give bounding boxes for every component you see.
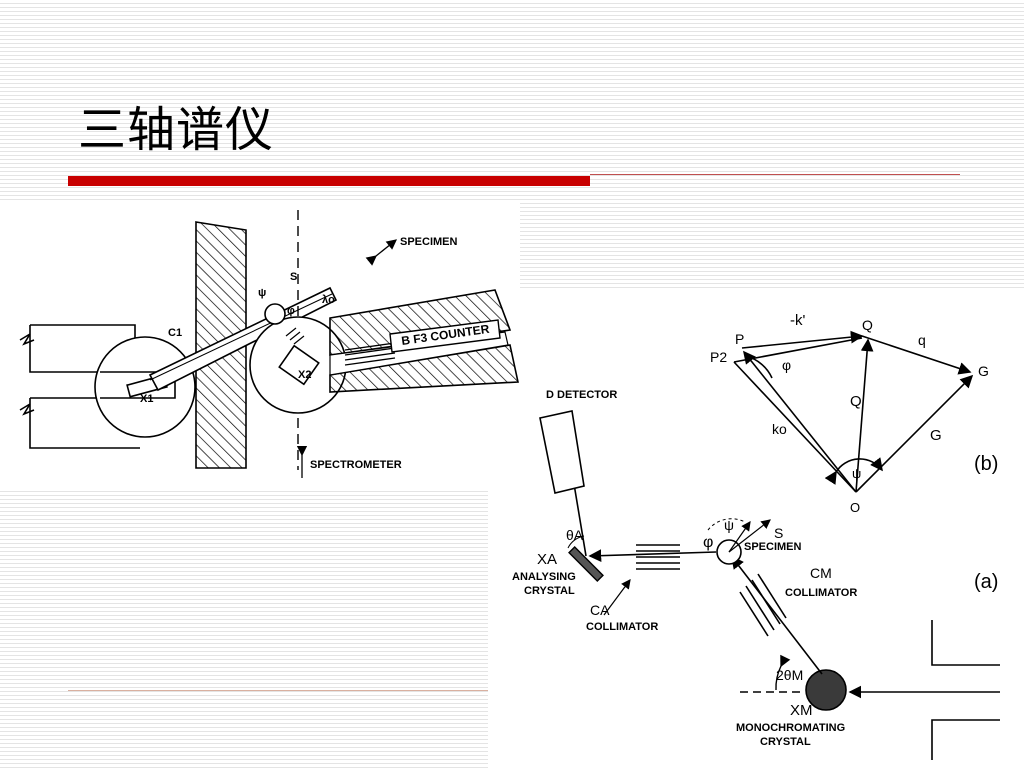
specimen-label: SPECIMEN <box>400 236 458 248</box>
specimen-orientation-1 <box>728 521 751 553</box>
cm-label: CM <box>810 565 832 581</box>
ko-label: ko <box>772 421 787 437</box>
phi-label: φ <box>287 305 295 317</box>
mono-label-2: CRYSTAL <box>760 736 811 748</box>
q-vector-label: q <box>918 332 926 348</box>
analysing-label-2: CRYSTAL <box>524 585 575 597</box>
diagram-b-tag: (b) <box>974 453 998 475</box>
xa-label: XA <box>537 551 557 568</box>
spectrometer-label: SPECTROMETER <box>310 459 402 471</box>
detector-label: D DETECTOR <box>546 389 617 401</box>
cm-collimator <box>739 573 787 637</box>
psi-arc <box>707 518 746 531</box>
title-underline-thin <box>590 174 960 175</box>
ca-collimator <box>636 544 680 570</box>
x2-label: X2 <box>298 369 311 381</box>
analyser-drum <box>249 316 347 414</box>
vector-triangle <box>733 330 974 493</box>
p2-label: P2 <box>710 349 727 365</box>
analysing-label-1: ANALYSING <box>512 571 576 583</box>
right-diagram-panel <box>488 290 1024 768</box>
monochromator-drum <box>94 336 196 438</box>
c1-label: C1 <box>168 327 182 339</box>
k-prime-label: -k' <box>790 312 805 329</box>
specimen-to-analyser-beam <box>588 549 717 563</box>
mono-label-1: MONOCHROMATING <box>736 722 845 734</box>
detector <box>539 410 585 494</box>
x1-label: X1 <box>140 393 153 405</box>
cm-collimator-label: COLLIMATOR <box>785 587 857 599</box>
xm-label: XM <box>790 702 813 719</box>
s-label-a: S <box>774 525 783 541</box>
phi-label-b: φ <box>782 357 791 373</box>
theta-a-label: θA <box>566 527 584 543</box>
psi-label-a: ψ <box>724 517 734 533</box>
analysing-crystal <box>568 546 604 582</box>
specimen-position <box>264 303 286 325</box>
psi-label: ψ <box>258 287 266 299</box>
title-underline-red <box>68 176 590 186</box>
ca-label: CA <box>590 602 610 618</box>
ca-collimator-label: COLLIMATOR <box>586 621 658 633</box>
lambda-label: λo <box>322 294 335 306</box>
q-top-label: Q <box>862 317 873 333</box>
left-shield <box>19 324 140 449</box>
counter-housing <box>329 289 519 393</box>
monochromating-crystal <box>805 669 847 711</box>
specimen-label-a: SPECIMEN <box>744 541 802 553</box>
mono-to-specimen-beam <box>731 555 823 675</box>
specimen-orientation-2 <box>728 519 771 553</box>
ca-pointer <box>603 579 631 616</box>
slide-title: 三轴谱仪 <box>78 102 275 158</box>
s-label: S <box>290 271 297 283</box>
g-label: G <box>978 363 989 379</box>
bottom-rule <box>68 690 488 691</box>
p-label: P <box>735 331 744 347</box>
incoming-beam <box>740 620 1000 760</box>
specimen-arrow <box>365 239 398 266</box>
two-theta-arc <box>775 654 791 691</box>
psi-label-b: ψ <box>852 466 861 481</box>
phi-label-a: φ <box>703 534 713 551</box>
o-label: O <box>850 500 860 515</box>
two-theta-label: 2θM <box>776 667 803 683</box>
g-vector-label: G <box>930 427 942 444</box>
diagram-a-tag: (a) <box>974 571 998 593</box>
q-mid-label: Q <box>850 393 862 410</box>
